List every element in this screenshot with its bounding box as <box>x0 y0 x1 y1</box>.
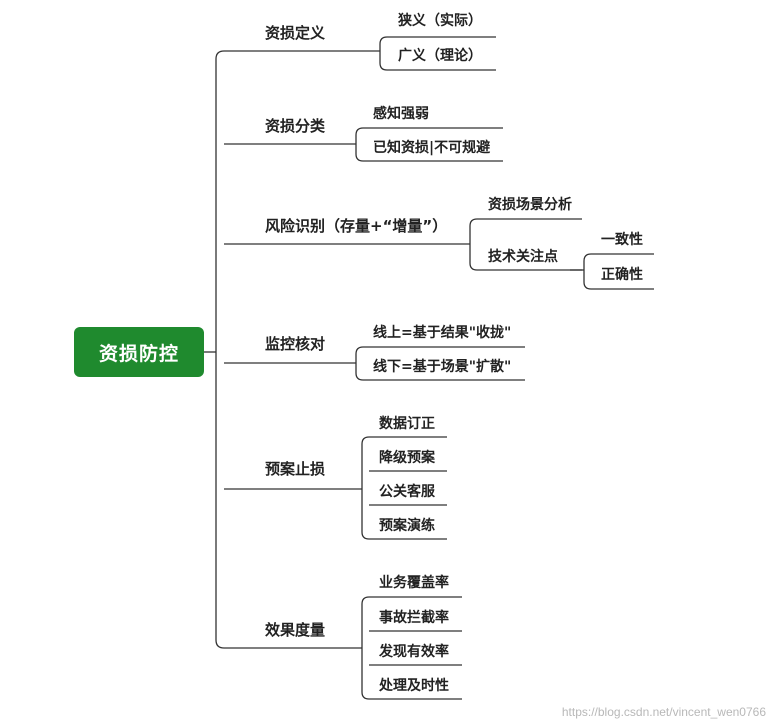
branch-monitoring: 监控核对 <box>265 335 326 353</box>
branch-definition: 资损定义 <box>265 24 326 42</box>
branch-contingency: 预案止损 <box>265 460 326 478</box>
leaf-broad-definition: 广义（理论） <box>398 48 482 64</box>
root-node: 资损防控 <box>74 327 204 377</box>
branch-risk-identification: 风险识别（存量+“增量”） <box>265 217 448 235</box>
watermark: https://blog.csdn.net/vincent_wen0766 <box>561 705 766 719</box>
main-spine <box>215 50 225 649</box>
leaf-coverage-rate: 业务覆盖率 <box>379 575 449 591</box>
leaf-offline-check: 线下=基于场景"扩散" <box>373 359 512 375</box>
leaf-downgrade-plan: 降级预案 <box>379 450 435 466</box>
leaf-interception-rate: 事故拦截率 <box>379 610 449 626</box>
branch1-bracket <box>355 127 364 162</box>
leaf-consistency: 一致性 <box>601 232 643 248</box>
branch-effect-measure: 效果度量 <box>265 621 326 639</box>
leaf-correctness: 正确性 <box>601 267 643 283</box>
leaf-known-loss: 已知资损|不可规避 <box>373 140 491 156</box>
branch2-bracket <box>469 218 478 271</box>
leaf-pr-service: 公关客服 <box>379 484 435 500</box>
leaf-perception: 感知强弱 <box>373 106 429 122</box>
leaf-discovery-rate: 发现有效率 <box>379 644 449 660</box>
branch0-bracket <box>379 36 388 71</box>
branch-classification: 资损分类 <box>265 117 326 135</box>
branch3-bracket <box>355 346 364 381</box>
branch2-sub-bracket <box>583 253 592 290</box>
leaf-online-check: 线上=基于结果"收拢" <box>373 325 512 341</box>
leaf-narrow-definition: 狭义（实际） <box>398 13 482 29</box>
leaf-timeliness: 处理及时性 <box>379 678 449 694</box>
node-tech-focus: 技术关注点 <box>488 249 558 265</box>
leaf-plan-drill: 预案演练 <box>379 518 435 534</box>
branch5-bracket <box>361 596 370 700</box>
leaf-scenario-analysis: 资损场景分析 <box>488 197 572 213</box>
branch4-bracket <box>361 436 370 540</box>
leaf-data-fix: 数据订正 <box>379 416 435 432</box>
